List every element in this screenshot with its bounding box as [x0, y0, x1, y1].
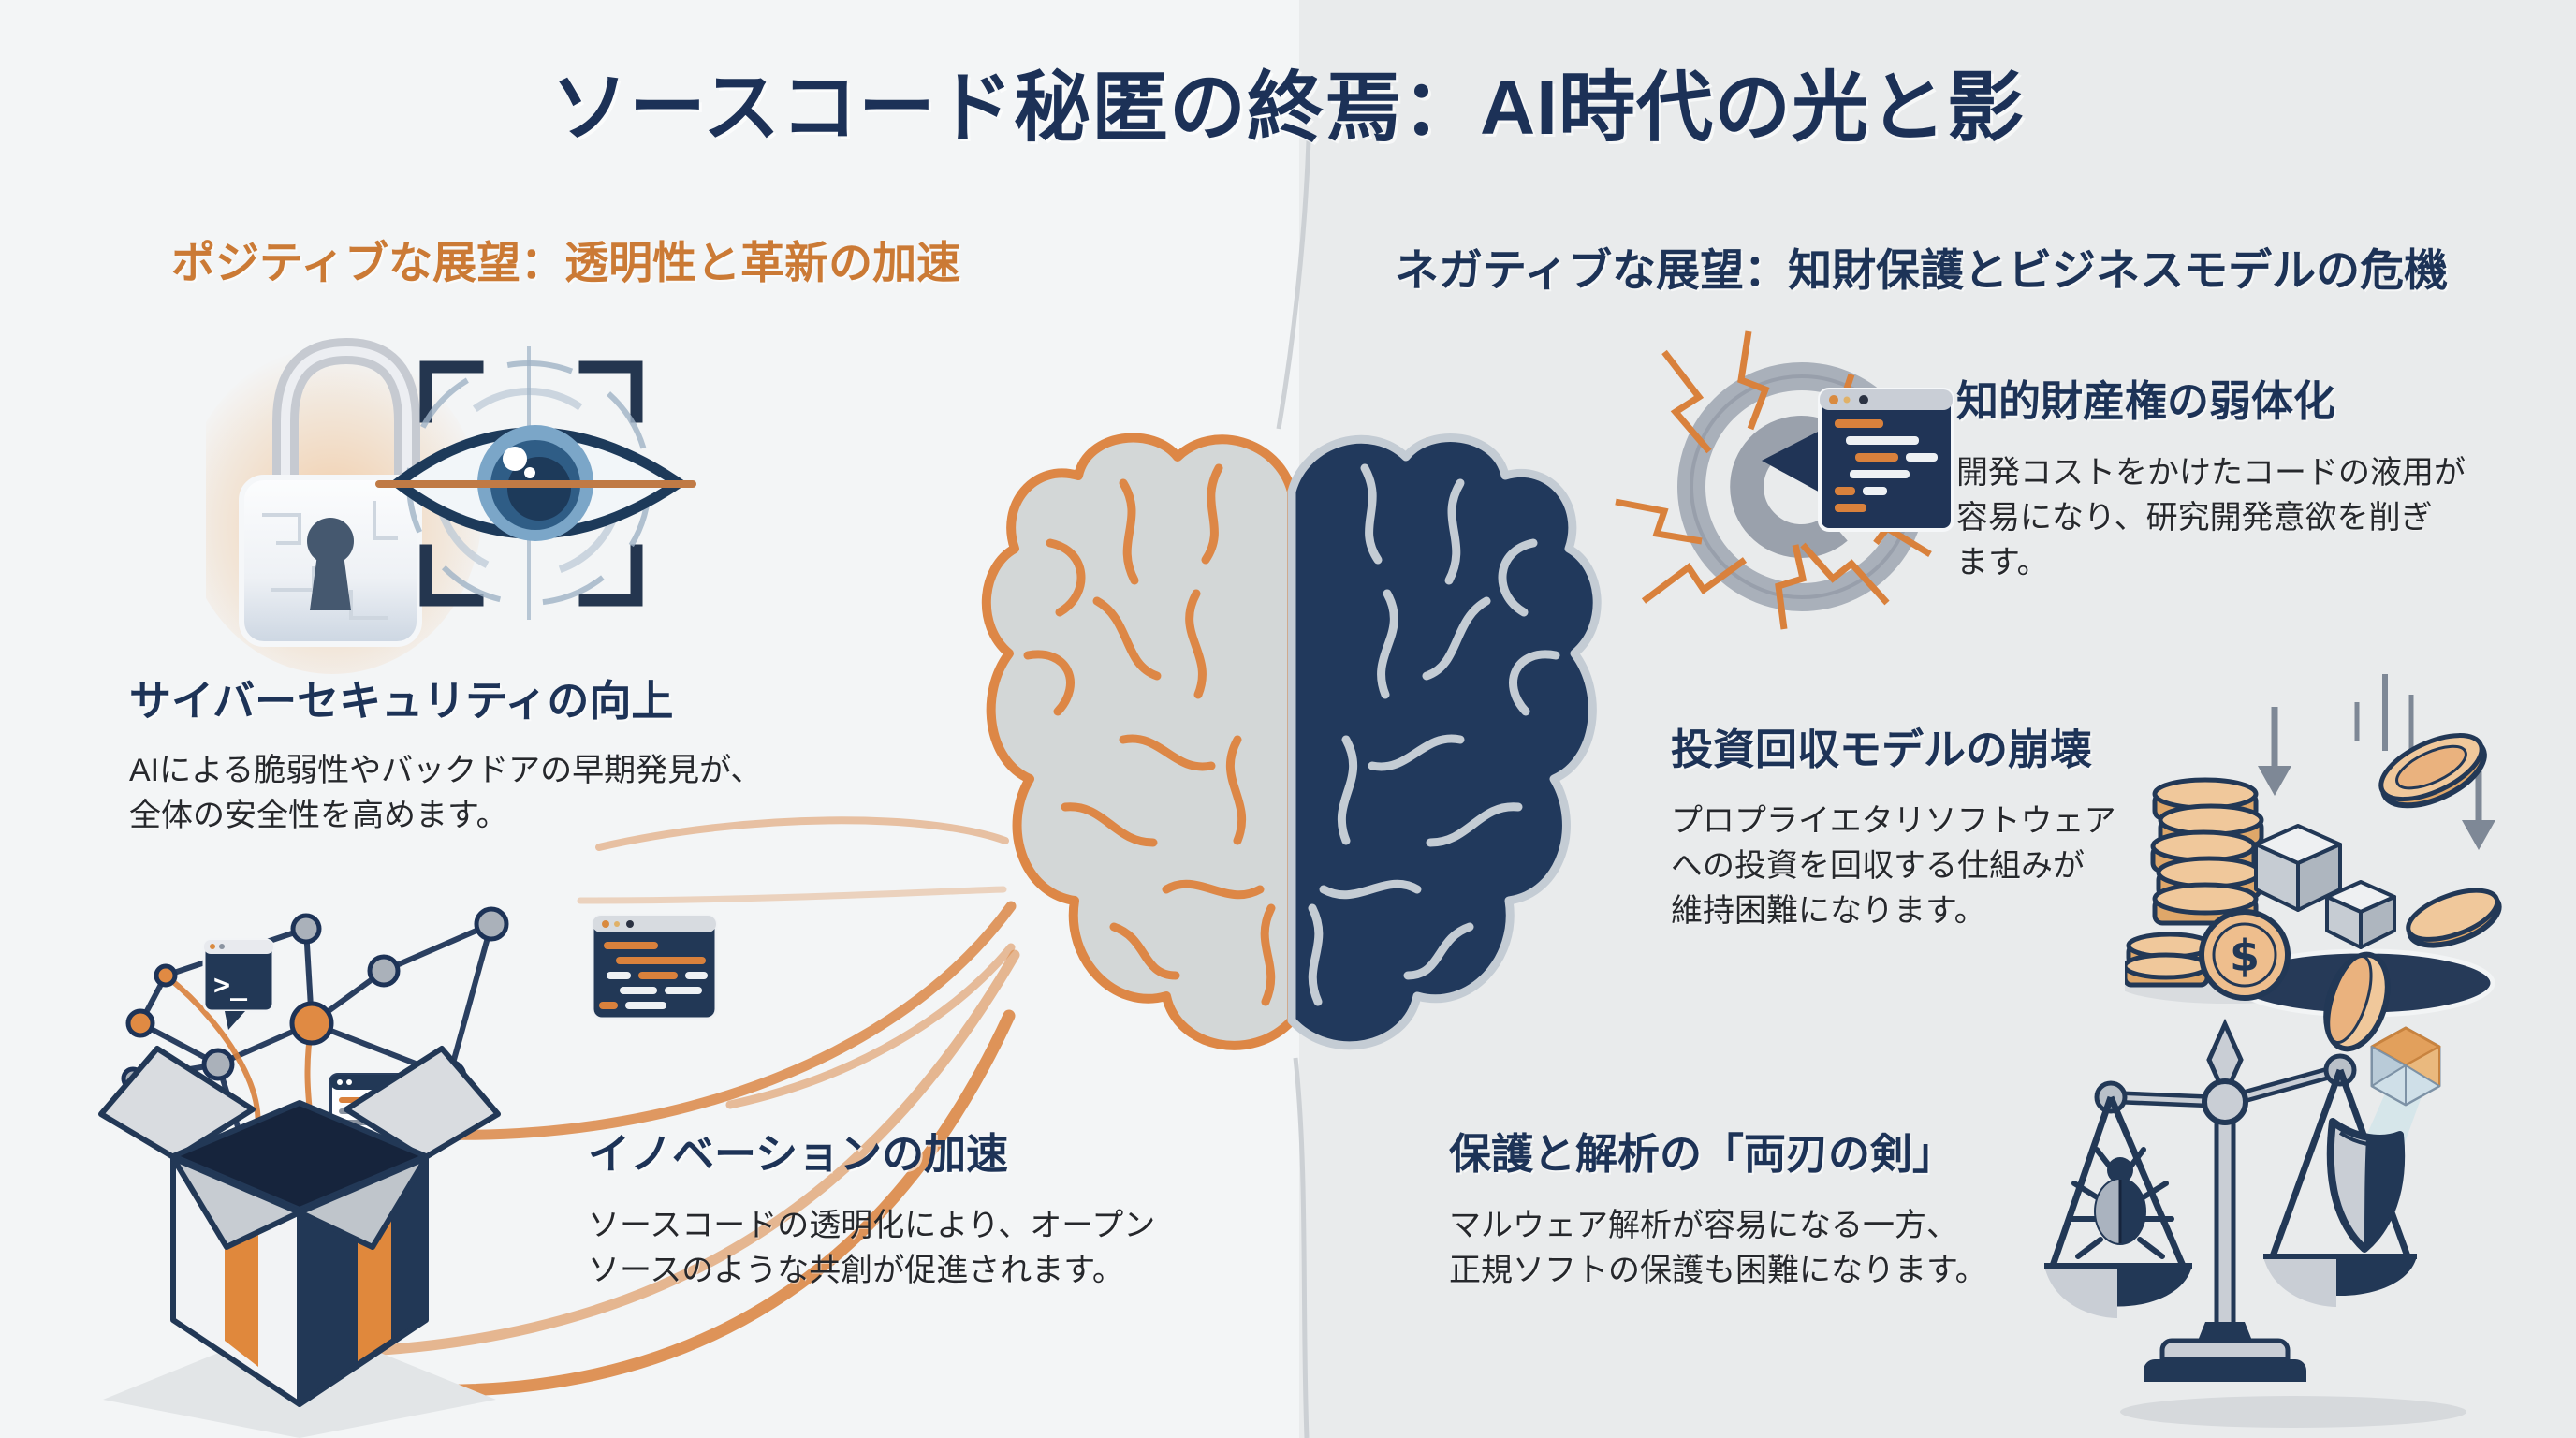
section-investment-collapse: 投資回収モデルの崩壊 プロプライエタリソフトウェア への投資を回収する仕組みが … [1671, 715, 2116, 933]
left-brain-half [981, 433, 1296, 1050]
innovation-body-line: ソースコードの透明化により、オープン [588, 1208, 1156, 1243]
cybersecurity-heading: サイバーセキュリティの向上 [129, 677, 674, 725]
right-panel-heading: ネガティブな展望：知財保護とビジネスモデルの危機 [1395, 245, 2449, 295]
ip-body-line: ます。 [1956, 545, 2049, 580]
shield-icon [2326, 1118, 2406, 1253]
page-title: ソースコード秘匿の終焉：AI時代の光と影 [551, 66, 2025, 151]
double-edged-sword-heading: 保護と解析の「両刃の剣」 [1449, 1130, 1955, 1178]
cybersecurity-body-line: AIによる脆弱性やバックドアの早期発見が、 [129, 753, 763, 788]
investment-body-line: プロプライエタリソフトウェア [1671, 803, 2116, 839]
network-box-illustration: >_ [98, 906, 718, 1438]
right-brain-half [1287, 433, 1602, 1050]
svg-text:>_: >_ [213, 969, 248, 1002]
innovation-body-line: ソースのような共創が促進されます。 [588, 1253, 1124, 1288]
bug-icon [2066, 1147, 2174, 1259]
ip-body-line: 開発コストをかけたコードの液用が [1956, 455, 2466, 491]
crack-lines [1615, 330, 1932, 630]
section-ip-weakening: 知的財産権の弱体化 開発コストをかけたコードの液用が 容易になり、研究開発意欲を… [1956, 367, 2466, 585]
code-window-icon [591, 914, 718, 1020]
sword-body-line: マルウェア解析が容易になる一方、 [1449, 1208, 1958, 1243]
split-brain-illustration [981, 433, 1602, 1050]
dollar-symbol: $ [2230, 931, 2260, 981]
left-panel-heading: ポジティブな展望：透明性と革新の加速 [171, 238, 961, 287]
falling-coins-illustration: $ [2125, 674, 2502, 1052]
ip-weakening-heading: 知的財産権の弱体化 [1956, 377, 2336, 425]
cybersecurity-body-line: 全体の安全性を高めます。 [129, 798, 508, 833]
terminal-icon: >_ [202, 938, 275, 1030]
investment-heading: 投資回収モデルの崩壊 [1671, 726, 2093, 773]
lock-eye-illustration [206, 337, 696, 674]
investment-body-line: 維持困難になります。 [1671, 893, 1986, 929]
scan-frame-icon [419, 360, 643, 607]
keyhole-icon [307, 518, 354, 565]
section-innovation: イノベーションの加速 ソースコードの透明化により、オープン ソースのような共創が… [588, 1120, 1155, 1293]
section-double-edged-sword: 保護と解析の「両刃の剣」 マルウェア解析が容易になる一方、 正規ソフトの保護も困… [1449, 1120, 1987, 1293]
balance-scale-icon [2044, 1018, 2417, 1382]
cube-icon [2254, 824, 2396, 949]
open-source-box-icon [98, 1046, 501, 1407]
copyright-crack-illustration [1615, 330, 1954, 630]
falling-coin [2323, 733, 2502, 1052]
down-arrow-icon [2258, 674, 2496, 850]
pupil [507, 457, 571, 521]
scales-illustration [2044, 1018, 2466, 1428]
innovation-heading: イノベーションの加速 [588, 1130, 1009, 1178]
scale-shadow [2120, 1396, 2466, 1428]
section-cybersecurity: サイバーセキュリティの向上 AIによる脆弱性やバックドアの早期発見が、 全体の安… [129, 667, 762, 838]
dollar-coin-icon: $ [2199, 909, 2291, 1001]
ip-body-line: 容易になり、研究開発意欲を削ぎ [1956, 500, 2433, 536]
padlock-icon [239, 337, 422, 647]
code-window-icon [1762, 388, 1954, 532]
investment-body-line: への投資を回収する仕組みが [1671, 848, 2085, 884]
eye-scan-icon [375, 346, 696, 620]
polyhedron-icon [2370, 1026, 2441, 1107]
sword-body-line: 正規ソフトの保護も困難になります。 [1449, 1253, 1987, 1288]
